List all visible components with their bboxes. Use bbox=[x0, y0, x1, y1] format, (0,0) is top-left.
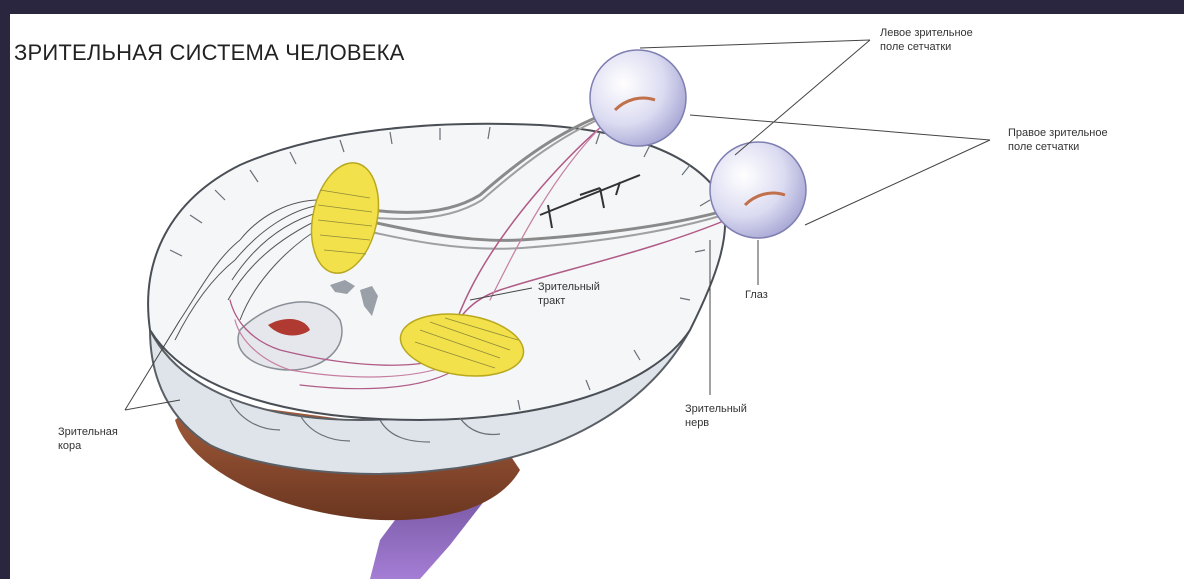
label-optic-nerve: Зрительный нерв bbox=[685, 402, 747, 430]
label-right-retinal-field: Правое зрительное поле сетчатки bbox=[1008, 126, 1108, 154]
right-eye bbox=[710, 142, 806, 238]
label-optic-tract: Зрительный тракт bbox=[538, 280, 600, 308]
label-left-retinal-field: Левое зрительное поле сетчатки bbox=[880, 26, 973, 54]
label-eye: Глаз bbox=[745, 288, 768, 302]
diagram-title: ЗРИТЕЛЬНАЯ СИСТЕМА ЧЕЛОВЕКА bbox=[14, 40, 405, 66]
brain-top-surface bbox=[148, 124, 725, 420]
left-eye bbox=[590, 50, 686, 146]
label-visual-cortex: Зрительная кора bbox=[58, 425, 118, 453]
